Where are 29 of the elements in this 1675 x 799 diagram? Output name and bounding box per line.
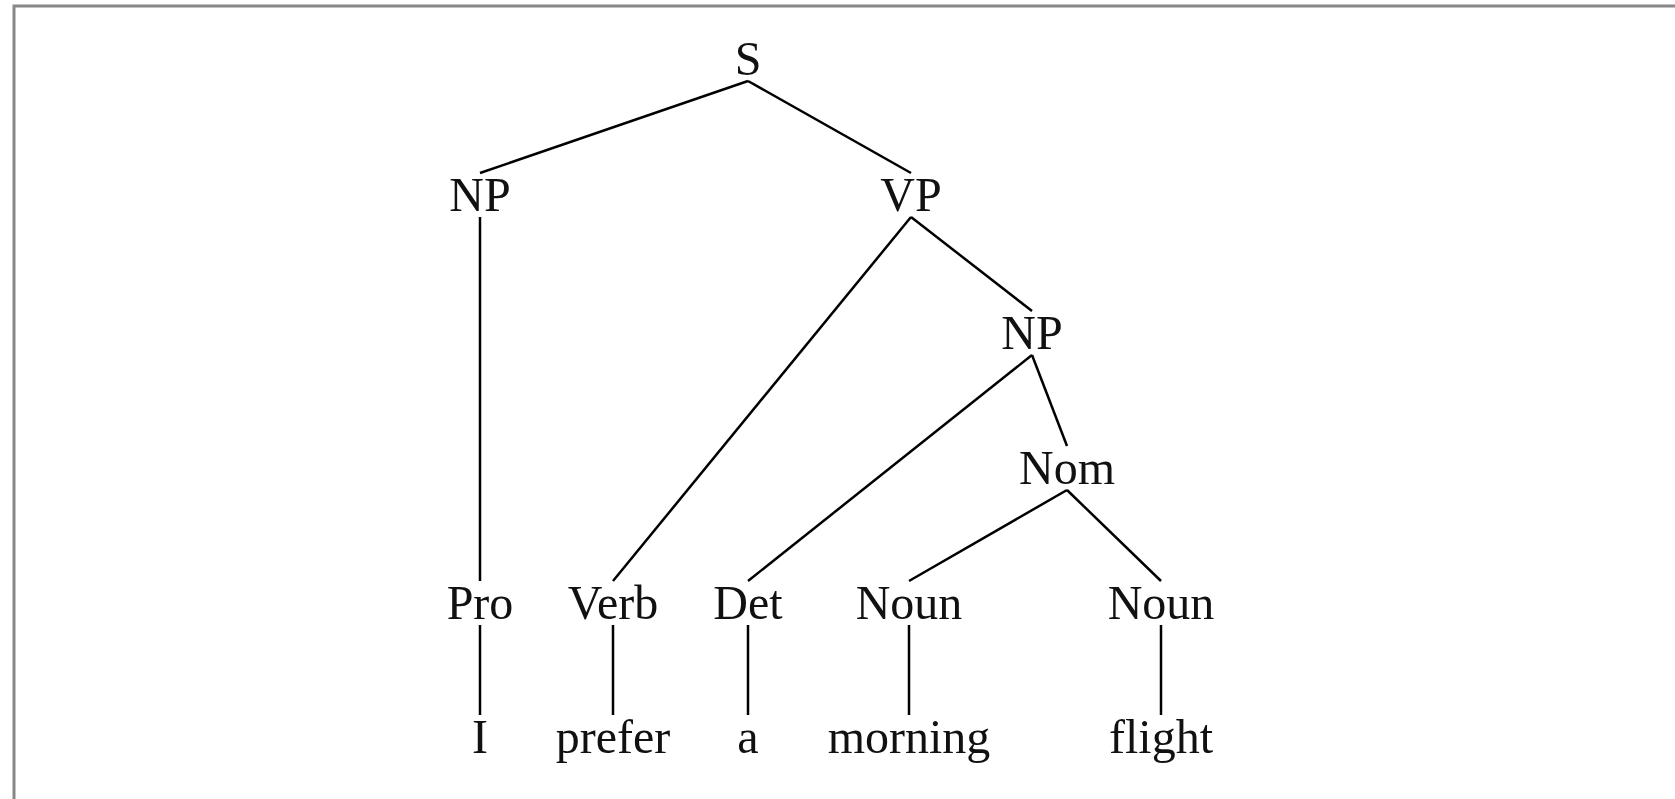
syntax-category-label: NP [1000, 307, 1064, 359]
word-label: a [736, 711, 760, 763]
tree-branch-line [1159, 625, 1163, 715]
syntax-category-label: NP [448, 169, 512, 221]
syntax-category-label: Noun [854, 577, 964, 629]
word-label: flight [1108, 711, 1214, 763]
syntax-category-label: Nom [1018, 442, 1116, 494]
tree-branch-line [910, 216, 1033, 312]
tree-branch-line [478, 217, 482, 581]
tree-branch-line [907, 625, 911, 715]
tree-branch-line [611, 625, 615, 715]
word-label: prefer [554, 711, 672, 763]
syntax-category-label: VP [879, 169, 943, 221]
tree-branch-line [479, 79, 749, 175]
tree-branch-line [908, 488, 1068, 583]
tree-branch-line [747, 79, 912, 175]
word-label: morning [826, 711, 992, 763]
syntax-category-label: Det [712, 577, 784, 629]
syntax-category-label: Noun [1106, 577, 1216, 629]
tree-branch-line [1066, 489, 1162, 582]
syntax-category-label: S [733, 33, 763, 85]
syntax-category-label: Pro [445, 577, 515, 629]
tree-branch-line [1030, 354, 1069, 447]
tree-branch-line [747, 354, 1033, 582]
tree-branch-line [746, 625, 750, 715]
word-label: I [471, 711, 489, 763]
syntax-category-label: Verb [566, 577, 660, 629]
tree-branch-line [478, 625, 482, 715]
tree-branch-line [612, 216, 912, 582]
